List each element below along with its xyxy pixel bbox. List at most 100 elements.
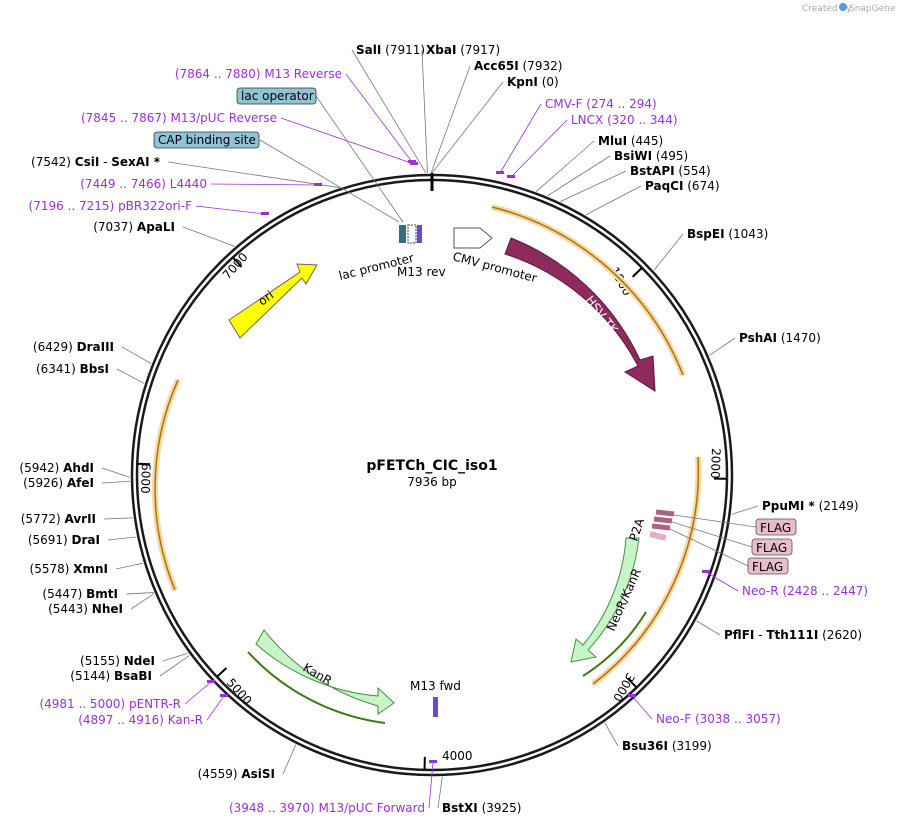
primer-site[interactable]: Neo-R (2428 .. 2447) xyxy=(702,570,868,598)
cmv-promoter-arrow[interactable] xyxy=(453,227,493,249)
enzyme-label: Bsu36I (3199) xyxy=(622,739,712,753)
primer-label: (4981 .. 5000) pENTR-R xyxy=(39,697,181,711)
hsv-tk-arrow[interactable] xyxy=(504,237,656,392)
lac-promoter-block[interactable] xyxy=(407,224,417,244)
primer-mark xyxy=(496,171,504,174)
enzyme-label: (6429) DraIII xyxy=(33,340,114,354)
enzyme-site[interactable]: (5443) NheI xyxy=(48,593,155,616)
primer-label: (3948 .. 3970) M13/pUC Forward xyxy=(229,801,425,815)
enzyme-site[interactable]: (5926) AfeI xyxy=(23,476,131,490)
enzyme-site[interactable]: (6341) BbsI xyxy=(36,362,145,384)
enzyme-site[interactable]: PshAI (1470) xyxy=(709,331,821,356)
primer-label: (7449 .. 7466) L4440 xyxy=(80,177,207,191)
enzyme-site[interactable]: Bsu36I (3199) xyxy=(604,722,712,753)
enzyme-site[interactable]: BstAPI (554) xyxy=(560,164,711,202)
neor-orf-line xyxy=(582,611,647,677)
flag-box-2[interactable] xyxy=(751,538,793,556)
enzyme-site[interactable]: (5144) BsaBI xyxy=(70,654,190,683)
enzyme-label: (5942) AhdI xyxy=(19,461,94,475)
kanr-arrow[interactable] xyxy=(255,629,395,715)
primer-label: (7196 .. 7215) pBR322ori-F xyxy=(29,199,193,213)
enzyme-site[interactable]: (7037) ApaLI xyxy=(93,220,235,247)
primer-site[interactable]: (3948 .. 3970) M13/pUC Forward xyxy=(229,760,437,815)
primer-label: Neo-F (3038 .. 3057) xyxy=(656,712,781,726)
enzyme-label: PaqCI (674) xyxy=(645,179,720,193)
neor-kanr-arrow[interactable] xyxy=(570,537,640,663)
kanr-orf-line xyxy=(247,651,386,724)
primer-mark xyxy=(261,212,269,215)
enzyme-site[interactable]: PflFI - Tth111I (2620) xyxy=(696,620,863,642)
enzyme-site[interactable]: (5691) DraI xyxy=(28,533,137,547)
primer-site[interactable]: (7864 .. 7880) M13 Reverse xyxy=(175,67,416,163)
primer-site[interactable]: (4981 .. 5000) pENTR-R xyxy=(39,680,215,711)
enzyme-site[interactable]: (6429) DraIII xyxy=(33,340,152,364)
snapgene-logo-icon xyxy=(839,3,847,11)
enzyme-label: SalI (7911) xyxy=(356,43,425,57)
ruler-tick xyxy=(232,256,243,268)
primer-mark xyxy=(702,570,710,573)
flag-box-1[interactable] xyxy=(755,518,797,536)
flag-box-3[interactable] xyxy=(747,557,789,575)
ruler-tick-label: 6000 xyxy=(138,463,153,494)
enzyme-site[interactable]: SalI (7911) xyxy=(351,43,427,174)
primer-site[interactable]: CMV-F (274 .. 294) xyxy=(496,97,657,174)
primer-mark xyxy=(408,160,416,163)
enzyme-label: (5926) AfeI xyxy=(23,476,94,490)
enzyme-label: BspEI (1043) xyxy=(687,227,768,241)
flag-glyphs xyxy=(649,509,675,541)
enzyme-label: (5443) NheI xyxy=(48,602,123,616)
enzyme-site[interactable]: MluI (445) xyxy=(535,134,663,192)
plasmid-name: pFETCh_CIC_iso1 xyxy=(366,458,497,474)
ruler-tick xyxy=(631,267,643,278)
enzyme-site[interactable]: (5772) AvrII xyxy=(21,512,134,526)
m13-fwd-block[interactable] xyxy=(433,697,438,717)
enzyme-label: (5144) BsaBI xyxy=(70,669,152,683)
enzyme-label: BsiWI (495) xyxy=(614,149,688,163)
p2a-label: P2A xyxy=(627,516,648,543)
plasmid-length: 7936 bp xyxy=(407,475,457,489)
enzyme-site[interactable]: (5447) BmtI xyxy=(42,587,154,601)
enzyme-label: MluI (445) xyxy=(598,134,663,148)
primer-site[interactable]: (7845 .. 7867) M13/pUC Reverse xyxy=(81,111,418,165)
orf-arcs xyxy=(152,204,702,687)
enzyme-label: (5155) NdeI xyxy=(80,654,155,668)
enzyme-site[interactable]: BsiWI (495) xyxy=(547,149,688,197)
enzyme-site[interactable]: (7542) CsiI - SexAI * xyxy=(31,155,340,188)
primer-label: (4897 .. 4916) Kan-R xyxy=(78,713,203,727)
ori-arrow[interactable] xyxy=(228,263,318,339)
enzyme-label: (7037) ApaLI xyxy=(93,220,175,234)
primer-site[interactable]: LNCX (320 .. 344) xyxy=(507,113,678,178)
enzyme-site[interactable]: XbaI (7917) xyxy=(421,43,500,174)
enzyme-labels: SalI (7911)XbaI (7917)Acc65I (7932)KpnI … xyxy=(19,43,862,815)
primer-site[interactable]: (7449 .. 7466) L4440 xyxy=(80,177,322,191)
enzyme-site[interactable]: (5155) NdeI xyxy=(80,652,189,668)
cap-site-block[interactable] xyxy=(399,225,406,243)
kanr-label: KanR xyxy=(301,660,335,688)
m13-rev-block[interactable] xyxy=(417,225,422,243)
primer-site[interactable]: (4897 .. 4916) Kan-R xyxy=(78,694,228,727)
primer-label: (7864 .. 7880) M13 Reverse xyxy=(175,67,342,81)
enzyme-site[interactable]: Acc65I (7932) xyxy=(430,59,562,174)
enzyme-site[interactable]: BspEI (1043) xyxy=(653,227,768,271)
enzyme-site[interactable]: (4559) AsiSI xyxy=(198,744,297,781)
enzyme-label: KpnI (0) xyxy=(507,75,559,89)
lac-operator-box[interactable] xyxy=(236,87,317,105)
cap-binding-site-box[interactable] xyxy=(153,131,260,149)
enzyme-site[interactable]: (5942) AhdI xyxy=(19,461,131,478)
primer-site[interactable]: (7196 .. 7215) pBR322ori-F xyxy=(29,199,269,215)
primer-label: LNCX (320 .. 344) xyxy=(571,113,678,127)
enzyme-site[interactable]: (5578) XmnI xyxy=(30,562,144,576)
brand-text: SnapGene xyxy=(849,4,896,14)
primer-label: (7845 .. 7867) M13/pUC Reverse xyxy=(81,111,277,125)
enzyme-site[interactable]: PpuMI * (2149) xyxy=(731,499,859,515)
lac-operator-label: lac operator xyxy=(241,89,314,103)
enzyme-label: PshAI (1470) xyxy=(739,331,821,345)
primer-label: Neo-R (2428 .. 2447) xyxy=(742,584,868,598)
enzyme-site[interactable]: BstXI (3925) xyxy=(437,776,521,815)
primer-site[interactable]: Neo-F (3038 .. 3057) xyxy=(628,694,781,726)
enzyme-site[interactable]: KpnI (0) xyxy=(431,75,559,174)
primer-labels: (7864 .. 7880) M13 Reverse (7845 .. 7867)… xyxy=(29,67,869,815)
ruler-tick xyxy=(216,667,228,678)
enzyme-site[interactable]: PaqCI (674) xyxy=(585,179,720,216)
